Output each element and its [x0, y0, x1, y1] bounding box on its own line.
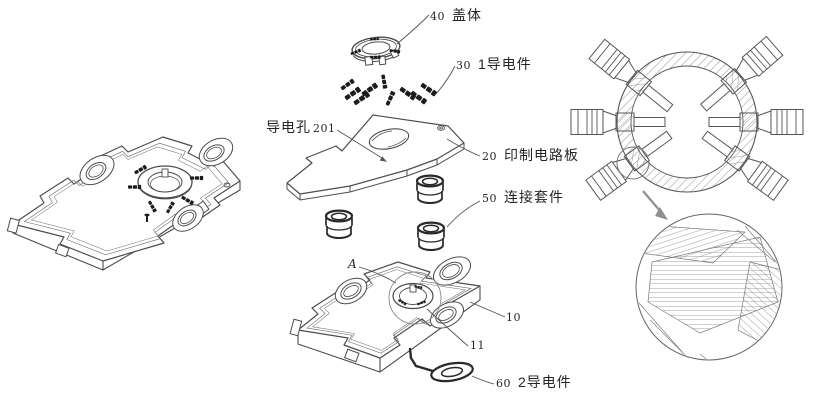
leader-lines	[336, 14, 506, 385]
callout-cover-label: 盖体	[452, 7, 482, 23]
detail-indicator-circle	[616, 146, 650, 180]
detail-view	[635, 190, 783, 361]
assembled-pin-hole	[223, 182, 231, 188]
callout-conductor1: 30 1导电件	[456, 57, 532, 71]
assembled-view	[6, 136, 241, 271]
callout-sleeve-label: 连接套件	[504, 189, 564, 205]
callout-sleeve: 50 连接套件	[482, 190, 564, 204]
leader-201	[336, 129, 383, 159]
leader-60	[471, 375, 495, 385]
housing-socket	[392, 282, 434, 310]
callout-conductor1-label: 1导电件	[478, 56, 532, 72]
callout-socket: 11	[470, 340, 485, 351]
assembled-lug-bottom-right	[172, 204, 204, 232]
housing-lug-top-right	[432, 256, 472, 286]
callout-housing-ref: 10	[506, 311, 521, 324]
sleeve-1	[415, 174, 445, 205]
exploded-view	[286, 36, 481, 383]
callout-sleeve-ref: 50	[482, 192, 497, 205]
conductor2-tab	[408, 347, 435, 373]
leader-A	[358, 266, 397, 284]
detail-a-circle	[388, 271, 442, 325]
callout-housing: 10	[506, 312, 521, 323]
assembled-edge-notch	[6, 217, 20, 234]
callout-detail-a: A	[348, 258, 357, 270]
housing-foot-tab	[344, 348, 360, 363]
assembled-center-ring	[137, 165, 193, 200]
pcb-corner-hole	[437, 125, 445, 131]
leader-10	[469, 301, 506, 318]
conductor2-part	[408, 347, 474, 383]
pcb-part	[286, 114, 465, 201]
leader-50	[446, 200, 481, 228]
assembled-foot-tab	[54, 243, 70, 258]
sleeve-3	[416, 221, 446, 252]
callout-via-ref: 201	[313, 122, 336, 135]
housing-lug-top-left	[334, 277, 368, 305]
cover-part	[350, 36, 401, 66]
callout-conductor2-label: 2导电件	[518, 374, 572, 390]
callout-detail-a-ref: A	[348, 257, 357, 271]
housing-edge-notch	[289, 318, 303, 337]
callout-via-label: 导电孔	[266, 119, 311, 135]
callout-conductor2-ref: 60	[496, 377, 511, 390]
callout-pcb: 20 印制电路板	[482, 148, 579, 162]
callout-conductor2: 60 2导电件	[496, 375, 572, 389]
callout-cover: 40 盖体	[430, 8, 482, 22]
ring-view	[570, 35, 804, 201]
leader-20	[446, 138, 481, 157]
housing-thickness	[297, 286, 481, 373]
assembled-lug-left	[79, 154, 115, 186]
callout-conductor1-ref: 30	[456, 59, 471, 72]
assembled-lug-top-right	[198, 137, 234, 167]
callout-via: 导电孔 201	[266, 120, 336, 134]
conductor1-cluster	[340, 74, 438, 107]
magnify-arrow-head	[655, 207, 668, 220]
sleeve-2	[324, 209, 354, 240]
callout-cover-ref: 40	[430, 10, 445, 23]
callout-pcb-label: 印制电路板	[504, 147, 579, 163]
leader-40	[396, 14, 430, 45]
leader-11	[426, 308, 469, 347]
callout-pcb-ref: 20	[482, 150, 497, 163]
pcb-via-hole	[368, 128, 410, 150]
housing-part	[289, 256, 481, 373]
magnify-arrow-line	[642, 190, 662, 213]
callout-socket-ref: 11	[470, 339, 485, 352]
leader-201-arrowhead	[379, 156, 387, 162]
leader-30	[435, 65, 456, 95]
pcb-thickness	[286, 143, 465, 201]
